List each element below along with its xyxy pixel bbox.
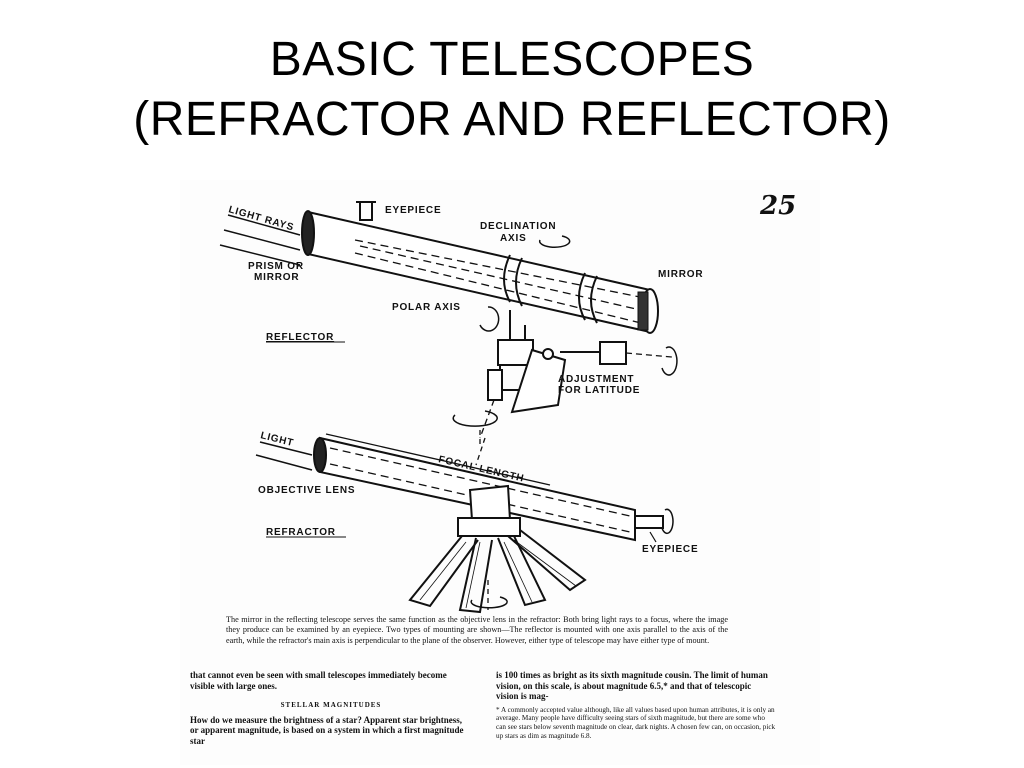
title-line-1: BASIC TELESCOPES: [269, 33, 755, 86]
prism-label-1: PRISM OR: [248, 261, 304, 272]
light-rays-label: LIGHT RAYS: [227, 204, 295, 233]
prism-label-2: MIRROR: [254, 272, 299, 283]
declination-label-2: AXIS: [500, 233, 527, 244]
refractor-label: REFRACTOR: [266, 527, 336, 538]
scanned-page: 25: [180, 180, 820, 765]
reflector-telescope: [219, 201, 678, 466]
footnote: * A commonly accepted value although, li…: [496, 705, 776, 740]
left-text-1: that cannot even be seen with small tele…: [190, 670, 447, 691]
polar-axis-label: POLAR AXIS: [392, 302, 461, 313]
telescope-diagram: 25: [219, 191, 796, 614]
objective-lens-label: OBJECTIVE LENS: [258, 485, 355, 496]
adjustment-label-2: FOR LATITUDE: [558, 385, 640, 396]
figure-caption: The mirror in the reflecting telescope s…: [226, 615, 728, 645]
text-column-right: is 100 times as bright as its sixth magn…: [496, 670, 776, 740]
eyepiece-label-bottom: EYEPIECE: [642, 544, 698, 555]
section-subhead: STELLAR MAGNITUDES: [280, 701, 382, 710]
adjustment-label-1: ADJUSTMENT: [558, 374, 634, 385]
mirror-label: MIRROR: [658, 269, 703, 280]
refractor-telescope: [255, 430, 674, 614]
slide-title: BASIC TELESCOPES (REFRACTOR AND REFLECTO…: [0, 30, 1024, 150]
reflector-label: REFLECTOR: [266, 332, 334, 343]
declination-label-1: DECLINATION: [480, 221, 556, 232]
title-line-2: (REFRACTOR AND REFLECTOR): [133, 93, 891, 146]
page-number: 25: [759, 191, 796, 221]
light-rays-arrows: [219, 214, 301, 266]
left-text-2: How do we measure the brightness of a st…: [190, 714, 464, 746]
right-text-1: is 100 times as bright as its sixth magn…: [496, 670, 768, 702]
text-column-left: that cannot even be seen with small tele…: [190, 670, 472, 747]
eyepiece-label-top: EYEPIECE: [385, 205, 441, 216]
